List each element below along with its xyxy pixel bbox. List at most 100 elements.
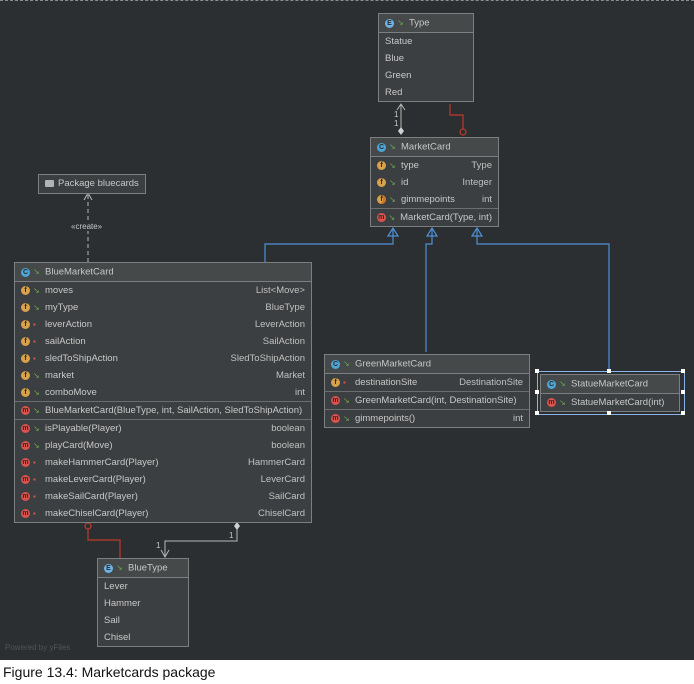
method-icon: m	[377, 213, 386, 222]
private-lock-icon: ▪	[33, 509, 36, 518]
field-icon: f	[21, 337, 30, 346]
statuemarketcard-header: C↘StatueMarketCard	[541, 375, 679, 394]
private-lock-icon: ▪	[33, 320, 36, 329]
public-icon: ↘	[33, 424, 40, 433]
folder-icon	[45, 179, 54, 187]
public-icon: ↘	[389, 161, 396, 170]
class-icon: C	[21, 267, 30, 277]
constructor-row: m↘BlueMarketCard(BlueType, int, SailActi…	[15, 401, 311, 419]
public-icon: ↘	[33, 371, 40, 380]
public-icon: ↘	[33, 303, 40, 312]
private-lock-icon: ▪	[33, 492, 36, 501]
public-icon: ↘	[388, 213, 396, 222]
composition-blue-end	[84, 522, 92, 530]
assoc-blue-diamond	[234, 522, 240, 530]
field-icon: f	[21, 388, 30, 397]
method-row: m↘gimmepoints()int	[325, 409, 529, 427]
public-icon: ↘	[559, 379, 566, 388]
method-icon: m	[21, 441, 30, 450]
private-lock-icon: ▪	[343, 378, 346, 387]
public-icon: ↘	[389, 142, 396, 151]
resize-handle[interactable]	[535, 390, 539, 394]
enum-value: Hammer	[104, 598, 141, 609]
diagram-canvas: E↘Type Statue Blue Green Red C↘MarketCar…	[0, 0, 694, 660]
statuemarketcard-class[interactable]: C↘StatueMarketCard m↘StatueMarketCard(in…	[540, 374, 680, 412]
inherit-blue-to-market	[264, 229, 394, 262]
public-icon: ↘	[116, 563, 123, 572]
public-icon: ↘	[33, 441, 40, 450]
method-icon: m	[21, 424, 30, 433]
greenmarketcard-header: C↘GreenMarketCard	[325, 355, 529, 374]
field-icon: f	[377, 161, 386, 170]
inherit-arrow-green	[425, 226, 439, 237]
resize-handle[interactable]	[607, 369, 611, 373]
method-icon: m	[21, 509, 30, 518]
private-lock-icon: ▪	[33, 458, 36, 467]
public-icon: ↘	[343, 414, 350, 423]
field-icon: f	[21, 371, 30, 380]
figure-caption: Figure 13.4: Marketcards package	[3, 664, 216, 680]
field-icon: f	[21, 320, 30, 329]
bluetype-enum[interactable]: E↘BlueType Lever Hammer Sail Chisel	[97, 558, 189, 647]
composition-blue-bluetype	[87, 524, 121, 559]
assoc-type-arrowhead	[396, 103, 406, 111]
field-icon: f	[331, 378, 340, 387]
method-row: m↘playCard(Move)boolean	[15, 437, 311, 454]
enum-value: Blue	[385, 53, 405, 64]
resize-handle[interactable]	[535, 369, 539, 373]
assoc-type-diamond	[398, 127, 404, 135]
static-field-icon: f	[377, 195, 386, 204]
method-icon: m	[547, 398, 556, 407]
enum-icon: E	[385, 18, 394, 28]
field-icon: f	[21, 303, 30, 312]
enum-value: Chisel	[104, 632, 131, 643]
method-icon: m	[21, 406, 30, 415]
inherit-green-to-market	[425, 229, 433, 352]
canvas-top-border	[0, 0, 694, 1]
private-lock-icon: ▪	[33, 337, 36, 346]
inherit-arrow-statue	[470, 226, 484, 237]
public-icon: ↘	[397, 18, 404, 27]
enum-value: Statue	[385, 36, 413, 47]
resize-handle[interactable]	[681, 369, 685, 373]
composition-type-marketcard	[449, 104, 464, 131]
field-icon: f	[21, 354, 30, 363]
enum-value: Lever	[104, 581, 128, 592]
method-icon: m	[21, 475, 30, 484]
method-row: m▪makeLeverCard(Player)LeverCard	[15, 471, 311, 488]
resize-handle[interactable]	[607, 411, 611, 415]
field-icon: f	[21, 286, 30, 295]
constructor-row: m↘GreenMarketCard(int, DestinationSite)	[325, 391, 529, 409]
type-enum[interactable]: E↘Type Statue Blue Green Red	[378, 13, 474, 102]
class-icon: C	[547, 379, 556, 389]
enum-value: Green	[385, 70, 412, 81]
package-bluecards[interactable]: Package bluecards	[38, 174, 146, 194]
resize-handle[interactable]	[535, 411, 539, 415]
private-lock-icon: ▪	[33, 475, 36, 484]
watermark: Powered by yFiles	[5, 643, 71, 652]
public-icon: ↘	[389, 195, 396, 204]
assoc-blue-bluetype	[164, 526, 238, 556]
method-row: m↘isPlayable(Player)boolean	[15, 419, 311, 437]
method-icon: m	[331, 414, 340, 423]
public-icon: ↘	[33, 406, 40, 415]
enum-value: Sail	[104, 615, 120, 626]
resize-handle[interactable]	[681, 390, 685, 394]
method-icon: m	[331, 396, 340, 405]
class-icon: C	[377, 142, 386, 152]
multiplicity-label: 1	[394, 110, 399, 119]
public-icon: ↘	[343, 396, 350, 405]
enum-value: Red	[385, 87, 403, 98]
method-row: m▪makeHammerCard(Player)HammerCard	[15, 454, 311, 471]
resize-handle[interactable]	[681, 411, 685, 415]
create-stereotype-label: «create»	[71, 222, 103, 231]
